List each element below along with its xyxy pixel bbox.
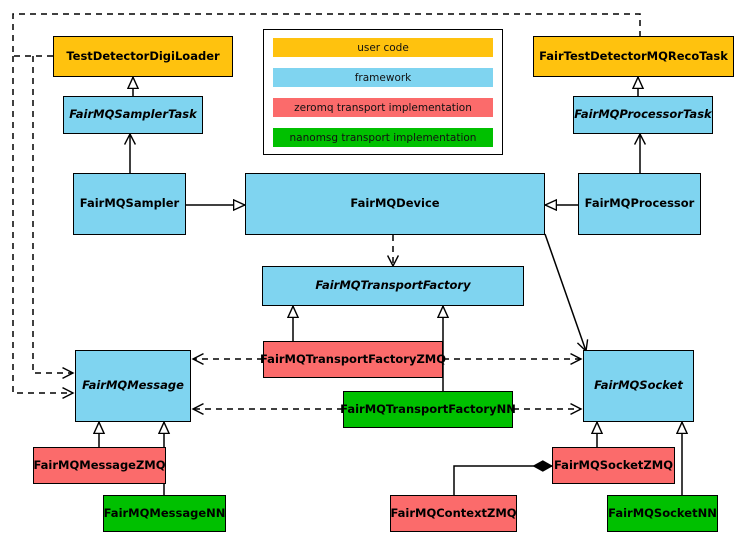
legend-label: nanomsg transport implementation: [289, 131, 477, 144]
node-label: FairMQProcessorTask: [574, 107, 712, 122]
node-fair-test-detector-mq-reco-task[interactable]: FairTestDetectorMQRecoTask: [533, 36, 734, 77]
legend-item-framework: framework: [273, 68, 493, 87]
edge-socketzmq-contextzmq: [453, 466, 552, 495]
legend-item-user-code: user code: [273, 38, 493, 57]
node-test-detector-digi-loader[interactable]: TestDetectorDigiLoader: [53, 36, 233, 77]
node-label: FairMQContextZMQ: [390, 505, 517, 520]
node-label: FairMQMessage: [82, 378, 184, 393]
node-fair-mq-processor-task[interactable]: FairMQProcessorTask: [573, 96, 713, 134]
legend-item-nanomsg: nanomsg transport implementation: [273, 128, 493, 147]
node-label: FairMQDevice: [350, 196, 440, 211]
legend-label: framework: [354, 71, 412, 84]
node-fair-mq-processor[interactable]: FairMQProcessor: [578, 173, 701, 235]
node-label: FairMQTransportFactoryNN: [340, 401, 516, 416]
node-fair-mq-message-zmq[interactable]: FairMQMessageZMQ: [33, 447, 166, 484]
node-label: FairMQSocket: [594, 378, 683, 393]
node-fair-mq-device[interactable]: FairMQDevice: [245, 173, 545, 235]
node-label: FairMQSocketZMQ: [554, 457, 673, 472]
node-label: FairMQSampler: [79, 196, 180, 211]
legend-item-zeromq: zeromq transport implementation: [273, 98, 493, 117]
node-fair-mq-sampler-task[interactable]: FairMQSamplerTask: [63, 96, 203, 134]
node-label: FairMQSocketNN: [608, 505, 717, 520]
node-fair-mq-message[interactable]: FairMQMessage: [75, 350, 191, 422]
node-fair-mq-transport-factory[interactable]: FairMQTransportFactory: [262, 266, 524, 306]
edge-device-socket: [544, 233, 586, 351]
node-label: FairMQMessageNN: [103, 505, 226, 520]
node-fair-mq-message-nn[interactable]: FairMQMessageNN: [103, 495, 226, 532]
node-fair-mq-transport-factory-nn[interactable]: FairMQTransportFactoryNN: [340, 391, 516, 428]
node-label: FairMQSamplerTask: [69, 107, 197, 122]
node-label: FairTestDetectorMQRecoTask: [539, 48, 728, 63]
node-label: TestDetectorDigiLoader: [66, 48, 220, 63]
node-fair-mq-context-zmq[interactable]: FairMQContextZMQ: [390, 495, 517, 532]
node-fair-mq-socket-zmq[interactable]: FairMQSocketZMQ: [552, 447, 675, 484]
color-legend: user code framework zeromq transport imp…: [263, 29, 503, 155]
legend-label: zeromq transport implementation: [294, 101, 472, 114]
node-fair-mq-transport-factory-zmq[interactable]: FairMQTransportFactoryZMQ: [260, 341, 447, 378]
node-label: FairMQTransportFactoryZMQ: [260, 351, 447, 366]
node-label: FairMQProcessor: [584, 196, 695, 211]
node-label: FairMQMessageZMQ: [33, 457, 166, 472]
node-fair-mq-socket[interactable]: FairMQSocket: [583, 350, 694, 422]
node-fair-mq-sampler[interactable]: FairMQSampler: [73, 173, 186, 235]
node-fair-mq-socket-nn[interactable]: FairMQSocketNN: [607, 495, 718, 532]
node-label: FairMQTransportFactory: [315, 278, 471, 293]
legend-label: user code: [357, 41, 409, 54]
